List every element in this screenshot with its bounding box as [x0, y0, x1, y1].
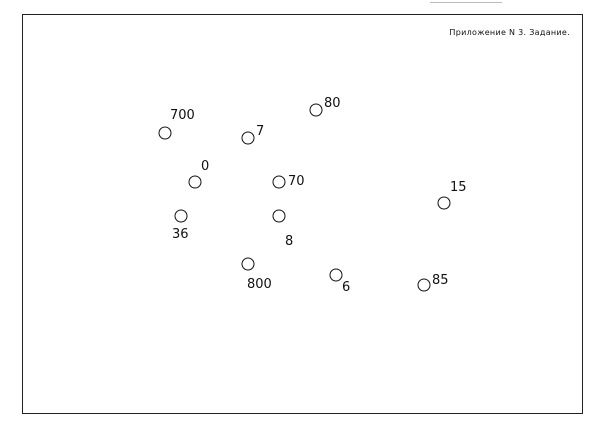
- point-label: 7: [256, 124, 265, 139]
- scan-line: [430, 2, 502, 3]
- point-label: 80: [324, 96, 341, 111]
- point-label: 15: [450, 180, 467, 195]
- point-label: 36: [172, 227, 189, 242]
- point-marker: [188, 175, 202, 189]
- point-marker: [417, 278, 431, 292]
- point-label: 0: [201, 159, 210, 174]
- point-marker: [158, 126, 172, 140]
- point-label: 85: [432, 273, 449, 288]
- page-header: Приложение N 3. Задание.: [449, 28, 570, 37]
- point-marker: [174, 209, 188, 223]
- point-label: 700: [170, 108, 195, 123]
- point-label: 8: [285, 234, 294, 249]
- point-label: 70: [288, 174, 305, 189]
- point-marker: [272, 209, 286, 223]
- drawing-frame: Приложение N 3. Задание.: [22, 14, 583, 414]
- point-marker: [241, 257, 255, 271]
- point-marker: [309, 103, 323, 117]
- point-marker: [241, 131, 255, 145]
- point-marker: [272, 175, 286, 189]
- point-label: 800: [247, 277, 272, 292]
- point-label: 6: [342, 280, 351, 295]
- point-marker: [437, 196, 451, 210]
- point-marker: [329, 268, 343, 282]
